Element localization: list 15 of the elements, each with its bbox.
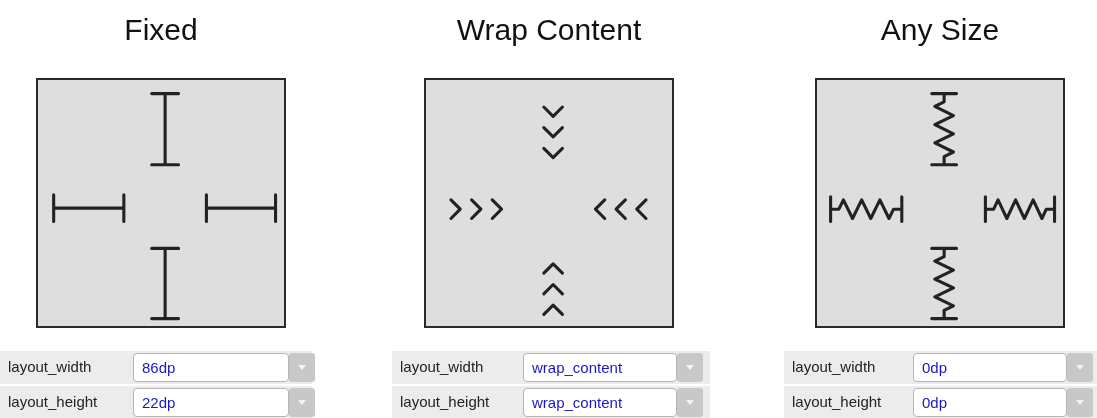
panel-title: Any Size	[879, 12, 1001, 48]
dropdown-field: 0dp	[913, 353, 1067, 382]
property-label: layout_width	[792, 357, 876, 377]
property-label: layout_height	[792, 392, 882, 412]
property-label: layout_height	[400, 392, 490, 412]
property-label: layout_width	[400, 357, 484, 377]
property-label: layout_height	[8, 392, 98, 412]
dropdown-field: wrap_content	[523, 353, 677, 382]
dropdown-field: wrap_content	[523, 388, 677, 417]
dropdown-field: 22dp	[133, 388, 289, 417]
panel-title: Fixed	[123, 12, 199, 48]
dropdown-field: 0dp	[913, 388, 1067, 417]
property-label: layout_width	[8, 357, 92, 377]
dropdown-field: 86dp	[133, 353, 289, 382]
panel-title: Wrap Content	[455, 12, 643, 48]
